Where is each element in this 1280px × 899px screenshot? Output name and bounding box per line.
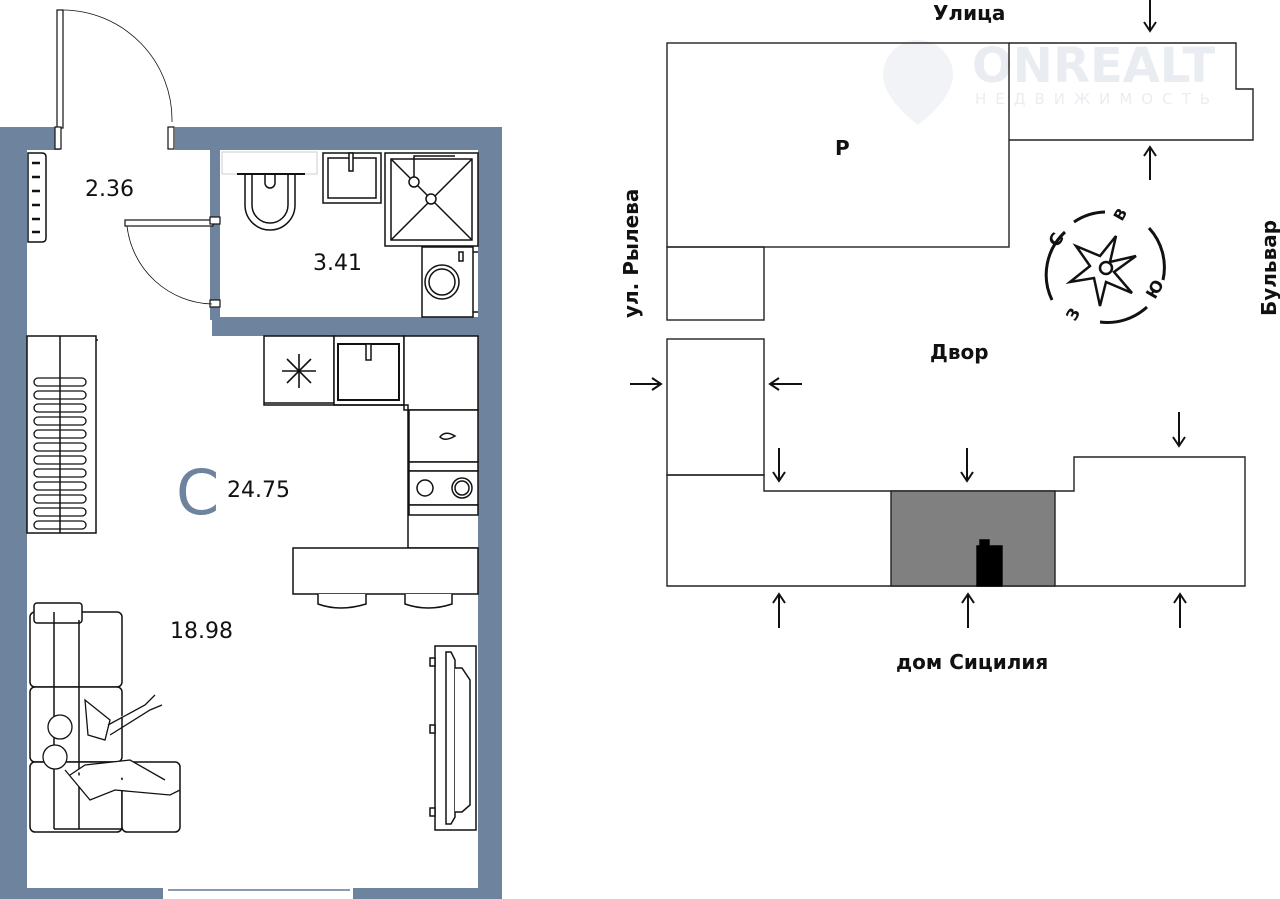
arrow-left-icon [768,377,802,391]
bar-stool-icon [404,594,453,609]
watermark-subtitle: НЕДВИЖИМОСТЬ [975,90,1219,108]
arrow-up-icon [961,592,975,628]
compass-west: З [1062,305,1084,324]
people-figures-icon [42,694,181,801]
toilet-icon [221,151,318,231]
label-courtyard: Двор [930,340,989,364]
label-building-name: дом Сицилия [896,650,1048,674]
arrow-down-icon [772,448,786,483]
label-street-left: ул. Рылева [619,189,643,318]
bathroom-sink-icon [322,152,382,204]
shower-icon [384,152,479,247]
watermark: ONREALT НЕДВИЖИМОСТЬ [883,38,1219,125]
site-plan [666,42,1254,587]
building-sicily [666,456,1246,587]
snowflake-icon [282,354,316,388]
bar-counter-icon [292,547,479,595]
radiator-icon [27,152,47,243]
entrance-arrows [630,0,1187,628]
compass-icon [1044,210,1166,324]
compass-labels: С В Ю З [1045,205,1168,324]
highlighted-section [890,490,1056,587]
washing-machine-icon [421,246,478,318]
entrance-opening [60,127,175,152]
entrance-door [54,9,175,150]
watermark-logo-icon [883,40,953,125]
label-building-p: Р [835,136,850,160]
compass-east: В [1110,205,1131,224]
bar-stool-icon [317,594,367,609]
area-studio-total: 24.75 [227,478,290,503]
kitchen [263,335,479,609]
drop-icon [439,432,457,440]
arrow-down-icon [960,448,974,483]
hallway-floor [27,150,210,320]
label-street-top: Улица [933,1,1005,25]
area-living-room: 18.98 [170,619,233,644]
arrow-right-icon [630,377,663,391]
room-type-letter: С [176,456,219,529]
wardrobe-icon [26,335,98,534]
label-boulevard: Бульвар [1257,220,1280,316]
arrow-up-icon [1173,592,1187,628]
apartment-plan: С 2.36 3.41 24.75 18.98 [0,9,502,899]
sofa-icon [29,602,181,833]
arrow-down-icon [1172,412,1186,448]
watermark-brand: ONREALT [972,38,1216,94]
bathroom-door [124,216,221,308]
area-hallway: 2.36 [85,177,134,202]
tv-unit-icon [429,645,477,831]
arrow-down-icon [1143,0,1157,33]
area-bathroom: 3.41 [313,251,362,276]
window-opening [163,888,353,899]
building-p [666,42,1010,248]
arrow-up-icon [772,592,786,628]
arrow-up-icon [1143,145,1157,180]
apartment-marker [976,539,1003,587]
